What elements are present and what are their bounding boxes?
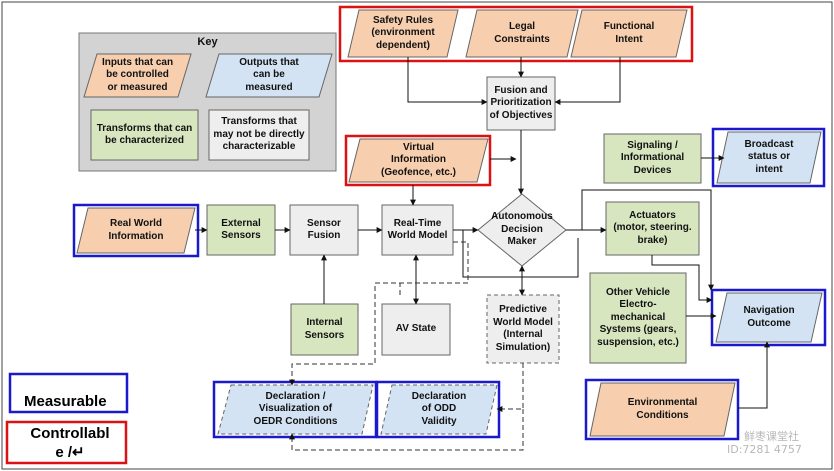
connectors xyxy=(195,57,770,409)
nav-outcome-shape xyxy=(715,292,823,343)
fusion-obj-shape xyxy=(486,76,556,131)
signaling-shape xyxy=(603,133,702,184)
real-world-shape xyxy=(76,207,196,254)
blue-frame-env xyxy=(584,378,740,441)
decl-vis-shape xyxy=(217,384,374,435)
functional-shape xyxy=(570,9,688,58)
decision-shape xyxy=(477,193,567,267)
predictive-shape xyxy=(486,294,560,364)
dashed-connectors xyxy=(289,241,524,451)
virtual-info-shape xyxy=(348,138,489,183)
other-vehicle-shape xyxy=(589,272,687,364)
key-outputs-shape xyxy=(205,53,333,98)
av-state-shape xyxy=(381,303,451,356)
key-transforms-char-shape xyxy=(90,109,199,161)
sensor-fusion-shape xyxy=(289,204,359,256)
env-conditions-shape xyxy=(589,382,736,437)
legend-controllable-label: Controllabl e /↵ xyxy=(30,425,110,461)
rt-world-shape xyxy=(381,204,454,256)
red-frame-virtual xyxy=(344,134,492,187)
watermark-id: ID:7281 4757 xyxy=(727,443,802,456)
actuators-shape xyxy=(605,201,700,256)
key-transforms-not-shape xyxy=(208,109,310,161)
broadcast-shape xyxy=(716,131,822,184)
legal-shape xyxy=(465,9,579,58)
decl-odd-shape xyxy=(380,384,498,435)
legend-controllable-box xyxy=(5,420,128,465)
legend-measurable-box xyxy=(8,372,129,414)
safety-rules-shape xyxy=(347,9,459,58)
watermark-name: 鲜枣课堂社 xyxy=(744,430,799,443)
key-inputs-shape xyxy=(83,53,192,98)
ext-sensors-shape xyxy=(206,204,276,256)
internal-sensors-shape xyxy=(290,303,359,356)
red-frame-objectives xyxy=(338,5,694,63)
legend-measurable-label: Measurable xyxy=(24,393,107,410)
